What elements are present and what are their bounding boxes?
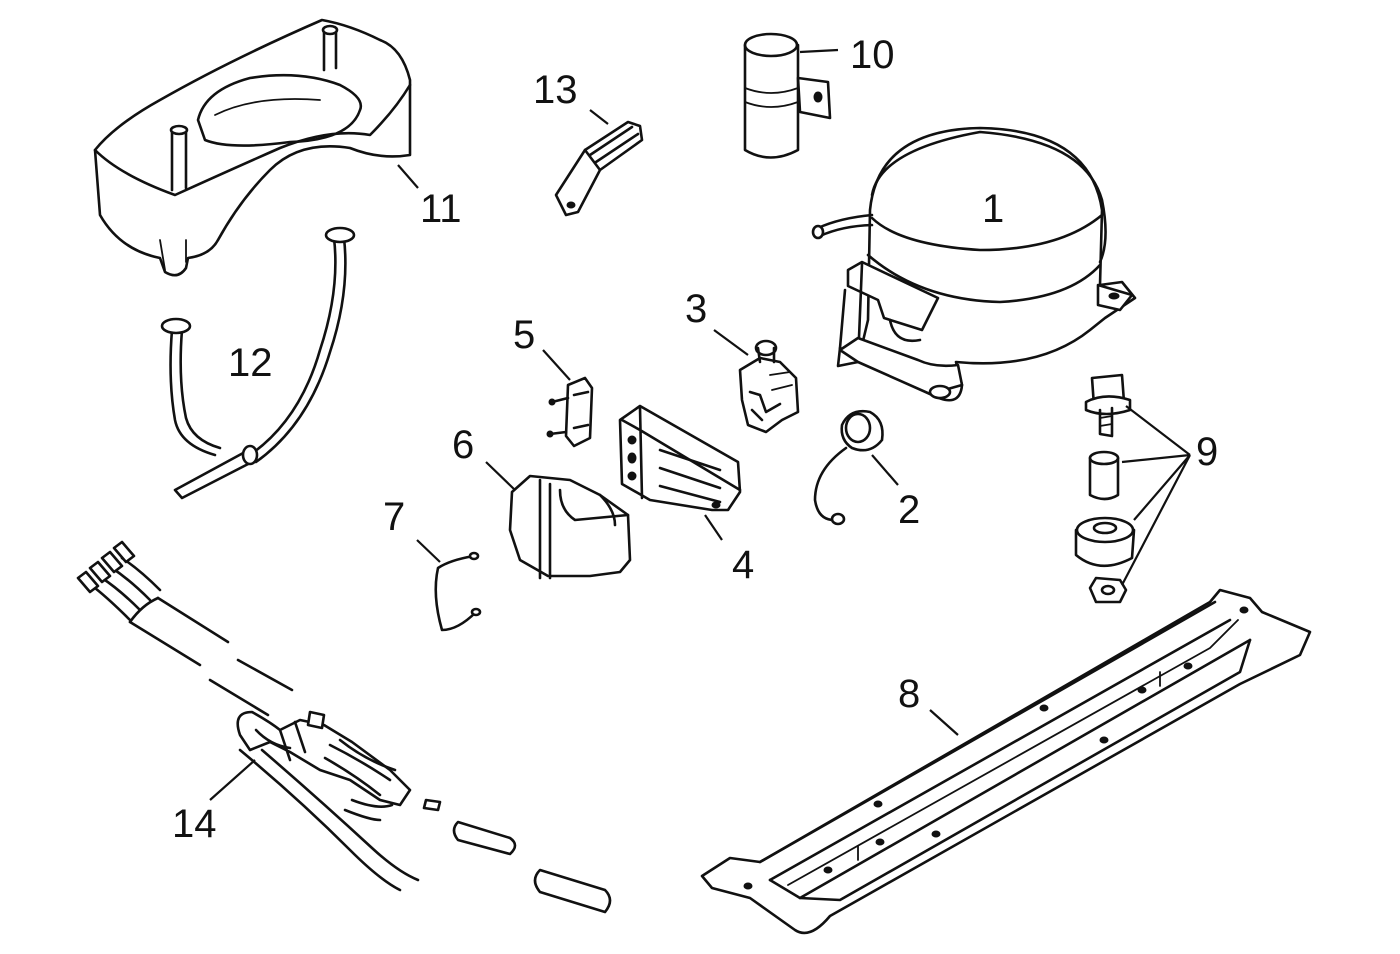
callout-2: 2 (898, 488, 920, 532)
part-13-bracket (554, 120, 644, 217)
part-10-capacitor (743, 32, 832, 159)
callout-9: 9 (1196, 430, 1218, 474)
callout-12: 12 (228, 341, 273, 385)
part-14-power-cord (76, 540, 612, 914)
callout-6: 6 (452, 423, 474, 467)
callout-5: 5 (513, 313, 535, 357)
part-7-clip (434, 551, 482, 632)
callout-13: 13 (533, 68, 578, 112)
part-4-protector (618, 404, 742, 512)
callout-14: 14 (172, 802, 217, 846)
part-9-mounting-hardware (1074, 373, 1136, 604)
part-6-relay-cover (508, 474, 632, 580)
callout-7: 7 (383, 495, 405, 539)
part-3-starter-relay (738, 339, 800, 434)
base-plate-holes (743, 606, 1249, 890)
part-8-base-plate (700, 588, 1312, 935)
callout-1: 1 (982, 187, 1004, 231)
callout-8: 8 (898, 672, 920, 716)
callout-4: 4 (732, 543, 754, 587)
callout-11: 11 (420, 187, 462, 231)
part-5-terminal-connector (546, 376, 594, 448)
part-1-compressor (811, 126, 1137, 402)
part-11-drain-pan (93, 18, 412, 277)
leader-lines (209, 48, 1191, 801)
callout-10: 10 (850, 33, 895, 77)
part-12-capillary (160, 226, 356, 500)
part-2-grommet (813, 410, 884, 526)
callout-3: 3 (685, 287, 707, 331)
callout-labels: 10 13 1 11 3 5 12 9 6 2 7 4 8 14 (172, 33, 1218, 846)
